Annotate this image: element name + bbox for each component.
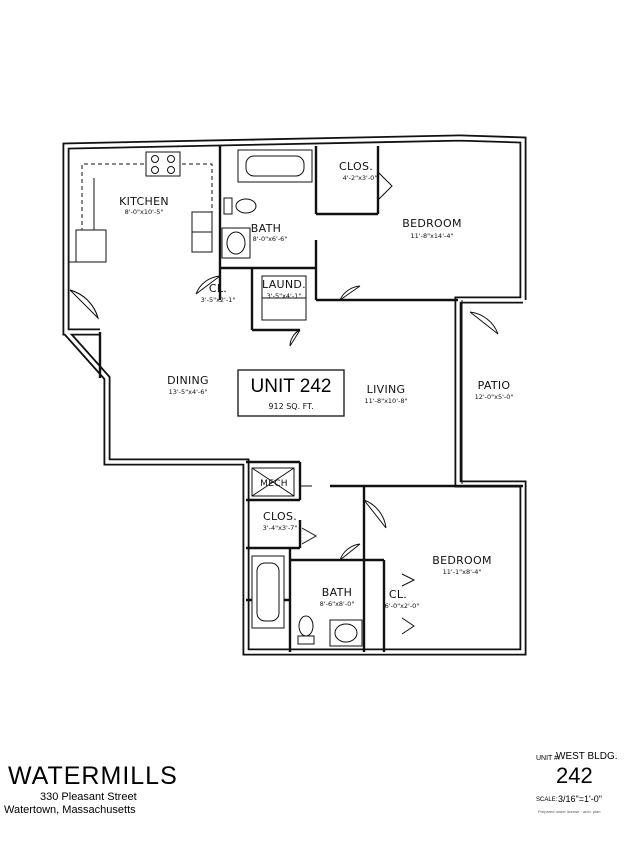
patio-door (469, 311, 499, 335)
unit-label: UNIT #: (536, 755, 560, 762)
unit-title: UNIT 242 (251, 376, 332, 397)
unit-number: 242 (556, 763, 593, 788)
room-bath2-name: BATH (322, 586, 352, 599)
room-labels: KITCHEN 8'-0"x10'-5" BATH 8'-0"x6'-6" CL… (119, 160, 513, 610)
room-bath1-name: BATH (251, 222, 281, 235)
room-clos1-dims: 4'-2"x3'-0" (343, 174, 378, 182)
bathtub-icon (237, 149, 313, 183)
floor-plan: UNIT 242 912 SQ. FT. KITCHEN 8'-0"x10'-5… (62, 134, 527, 656)
toilet-icon (235, 198, 257, 214)
bedroom1-door (339, 285, 361, 301)
brand-name: WATERMILLS (8, 762, 178, 790)
closet1-door (195, 275, 221, 295)
clos1-door (377, 171, 393, 201)
exterior-walls (62, 134, 527, 656)
room-bath2-dims: 8'-6"x8'-0" (320, 600, 355, 608)
room-cl2-dims: 6'-0"x2'-0" (385, 602, 420, 610)
toilet-2-icon (298, 615, 314, 637)
room-bedroom1-name: BEDROOM (402, 217, 462, 230)
room-cl2-name: CL. (389, 588, 407, 601)
scale-value: 3/16"=1'-0" (558, 794, 602, 804)
scale-label: SCALE: (536, 797, 558, 803)
room-bath1-dims: 8'-0"x6'-6" (253, 235, 288, 243)
unit-area: 912 SQ. FT. (268, 402, 313, 411)
room-patio-name: PATIO (478, 379, 511, 392)
room-cl1-dims: 3'-5"x2'-1" (201, 296, 236, 304)
doors (69, 171, 499, 635)
fixtures (68, 149, 463, 647)
bath2-door (339, 543, 361, 561)
room-dining-dims: 13'-5"x4'-6" (169, 388, 208, 396)
room-clos2-name: CLOS. (263, 510, 297, 523)
room-clos2-dims: 3'-4"x3'-7" (263, 524, 298, 532)
room-kitchen-name: KITCHEN (119, 195, 169, 208)
entry-door (69, 289, 99, 320)
room-bedroom2-dims: 11'-1"x8'-4" (443, 568, 482, 576)
room-kitchen-dims: 8'-0"x10'-5" (125, 208, 164, 216)
refrigerator-icon (75, 229, 107, 263)
unit-title-box: UNIT 242 912 SQ. FT. (237, 369, 345, 417)
room-patio-dims: 12'-0"x5'-0" (475, 393, 514, 401)
building-name: WEST BLDG. (556, 751, 618, 762)
address-line-1: 330 Pleasant Street (40, 791, 137, 803)
clos2-door (301, 527, 318, 545)
fine-print: Prepared under license · arch. plan (538, 809, 601, 814)
room-laund-dims: 3'-5"x4'-1" (267, 292, 302, 300)
cl2-door-b (401, 617, 415, 635)
cl2-door-a (401, 573, 416, 587)
room-mech-name: MECH (260, 479, 288, 489)
address-line-2: Watertown, Massachusetts (4, 804, 136, 816)
room-laund-name: LAUND. (262, 278, 306, 291)
bedroom2-door (363, 499, 387, 529)
room-living-dims: 11'-8"x10'-8" (365, 397, 408, 405)
range-icon (145, 151, 181, 177)
room-clos1-name: CLOS. (339, 160, 373, 173)
laundry-door (289, 329, 301, 347)
room-cl1-name: CL. (209, 282, 227, 295)
room-bedroom2-name: BEDROOM (432, 554, 492, 567)
room-living-name: LIVING (367, 383, 406, 396)
room-dining-name: DINING (167, 374, 209, 387)
room-bedroom1-dims: 11'-8"x14'-4" (411, 232, 454, 240)
